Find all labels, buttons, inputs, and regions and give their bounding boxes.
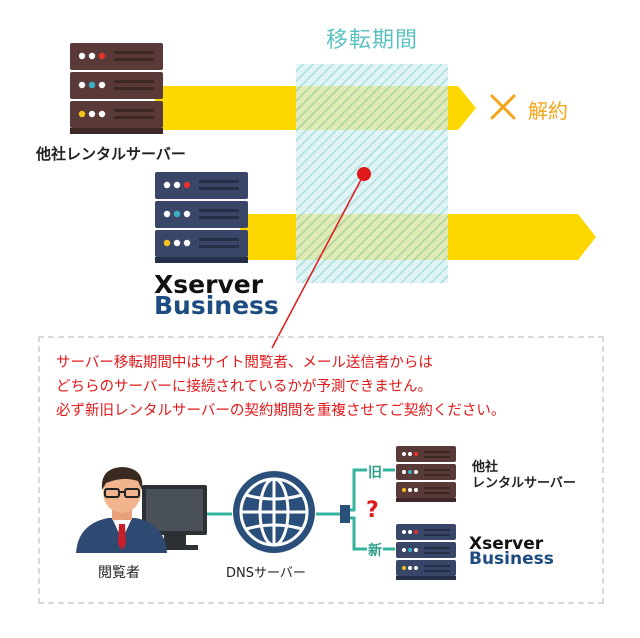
cancel-label: 解約 <box>528 99 568 123</box>
small-xserver-logo-line1: Xserver <box>469 534 544 554</box>
warning-line-1: サーバー移転期間中はサイト閲覧者、メール送信者からは <box>56 355 433 371</box>
warning-panel <box>38 336 604 604</box>
other-server-label: 他社レンタルサーバー <box>36 145 186 163</box>
warning-line-2: どちらのサーバーに接続されているかが予測できません。 <box>56 379 432 395</box>
other-server-icon <box>70 43 163 134</box>
cancel-x-icon <box>490 94 516 120</box>
warning-line-3: 必ず新旧レンタルサーバーの契約期間を重複させてご契約ください。 <box>56 403 506 419</box>
viewer-label: 閲覧者 <box>98 565 140 581</box>
small-other-server-label-2: レンタルサーバー <box>472 476 576 491</box>
xserver-server-icon <box>155 172 248 263</box>
xserver-logo-line2: Business <box>154 291 279 320</box>
small-other-server-icon <box>396 446 456 502</box>
dns-server-label: DNSサーバー <box>226 566 306 581</box>
small-other-server-label-1: 他社 <box>472 460 499 475</box>
small-xserver-logo-line2: Business <box>469 549 554 569</box>
question-mark: ? <box>366 498 379 523</box>
small-xserver-server-icon <box>396 524 456 580</box>
xserver-logo-line1: Xserver <box>154 270 264 299</box>
migration-period-title: 移転期間 <box>325 28 418 53</box>
pointer-line <box>271 173 365 349</box>
new-label: 新 <box>367 540 383 560</box>
migration-period-area <box>296 64 448 283</box>
viewer-icon <box>76 467 207 553</box>
old-label: 旧 <box>367 462 383 482</box>
globe-icon <box>233 471 315 553</box>
